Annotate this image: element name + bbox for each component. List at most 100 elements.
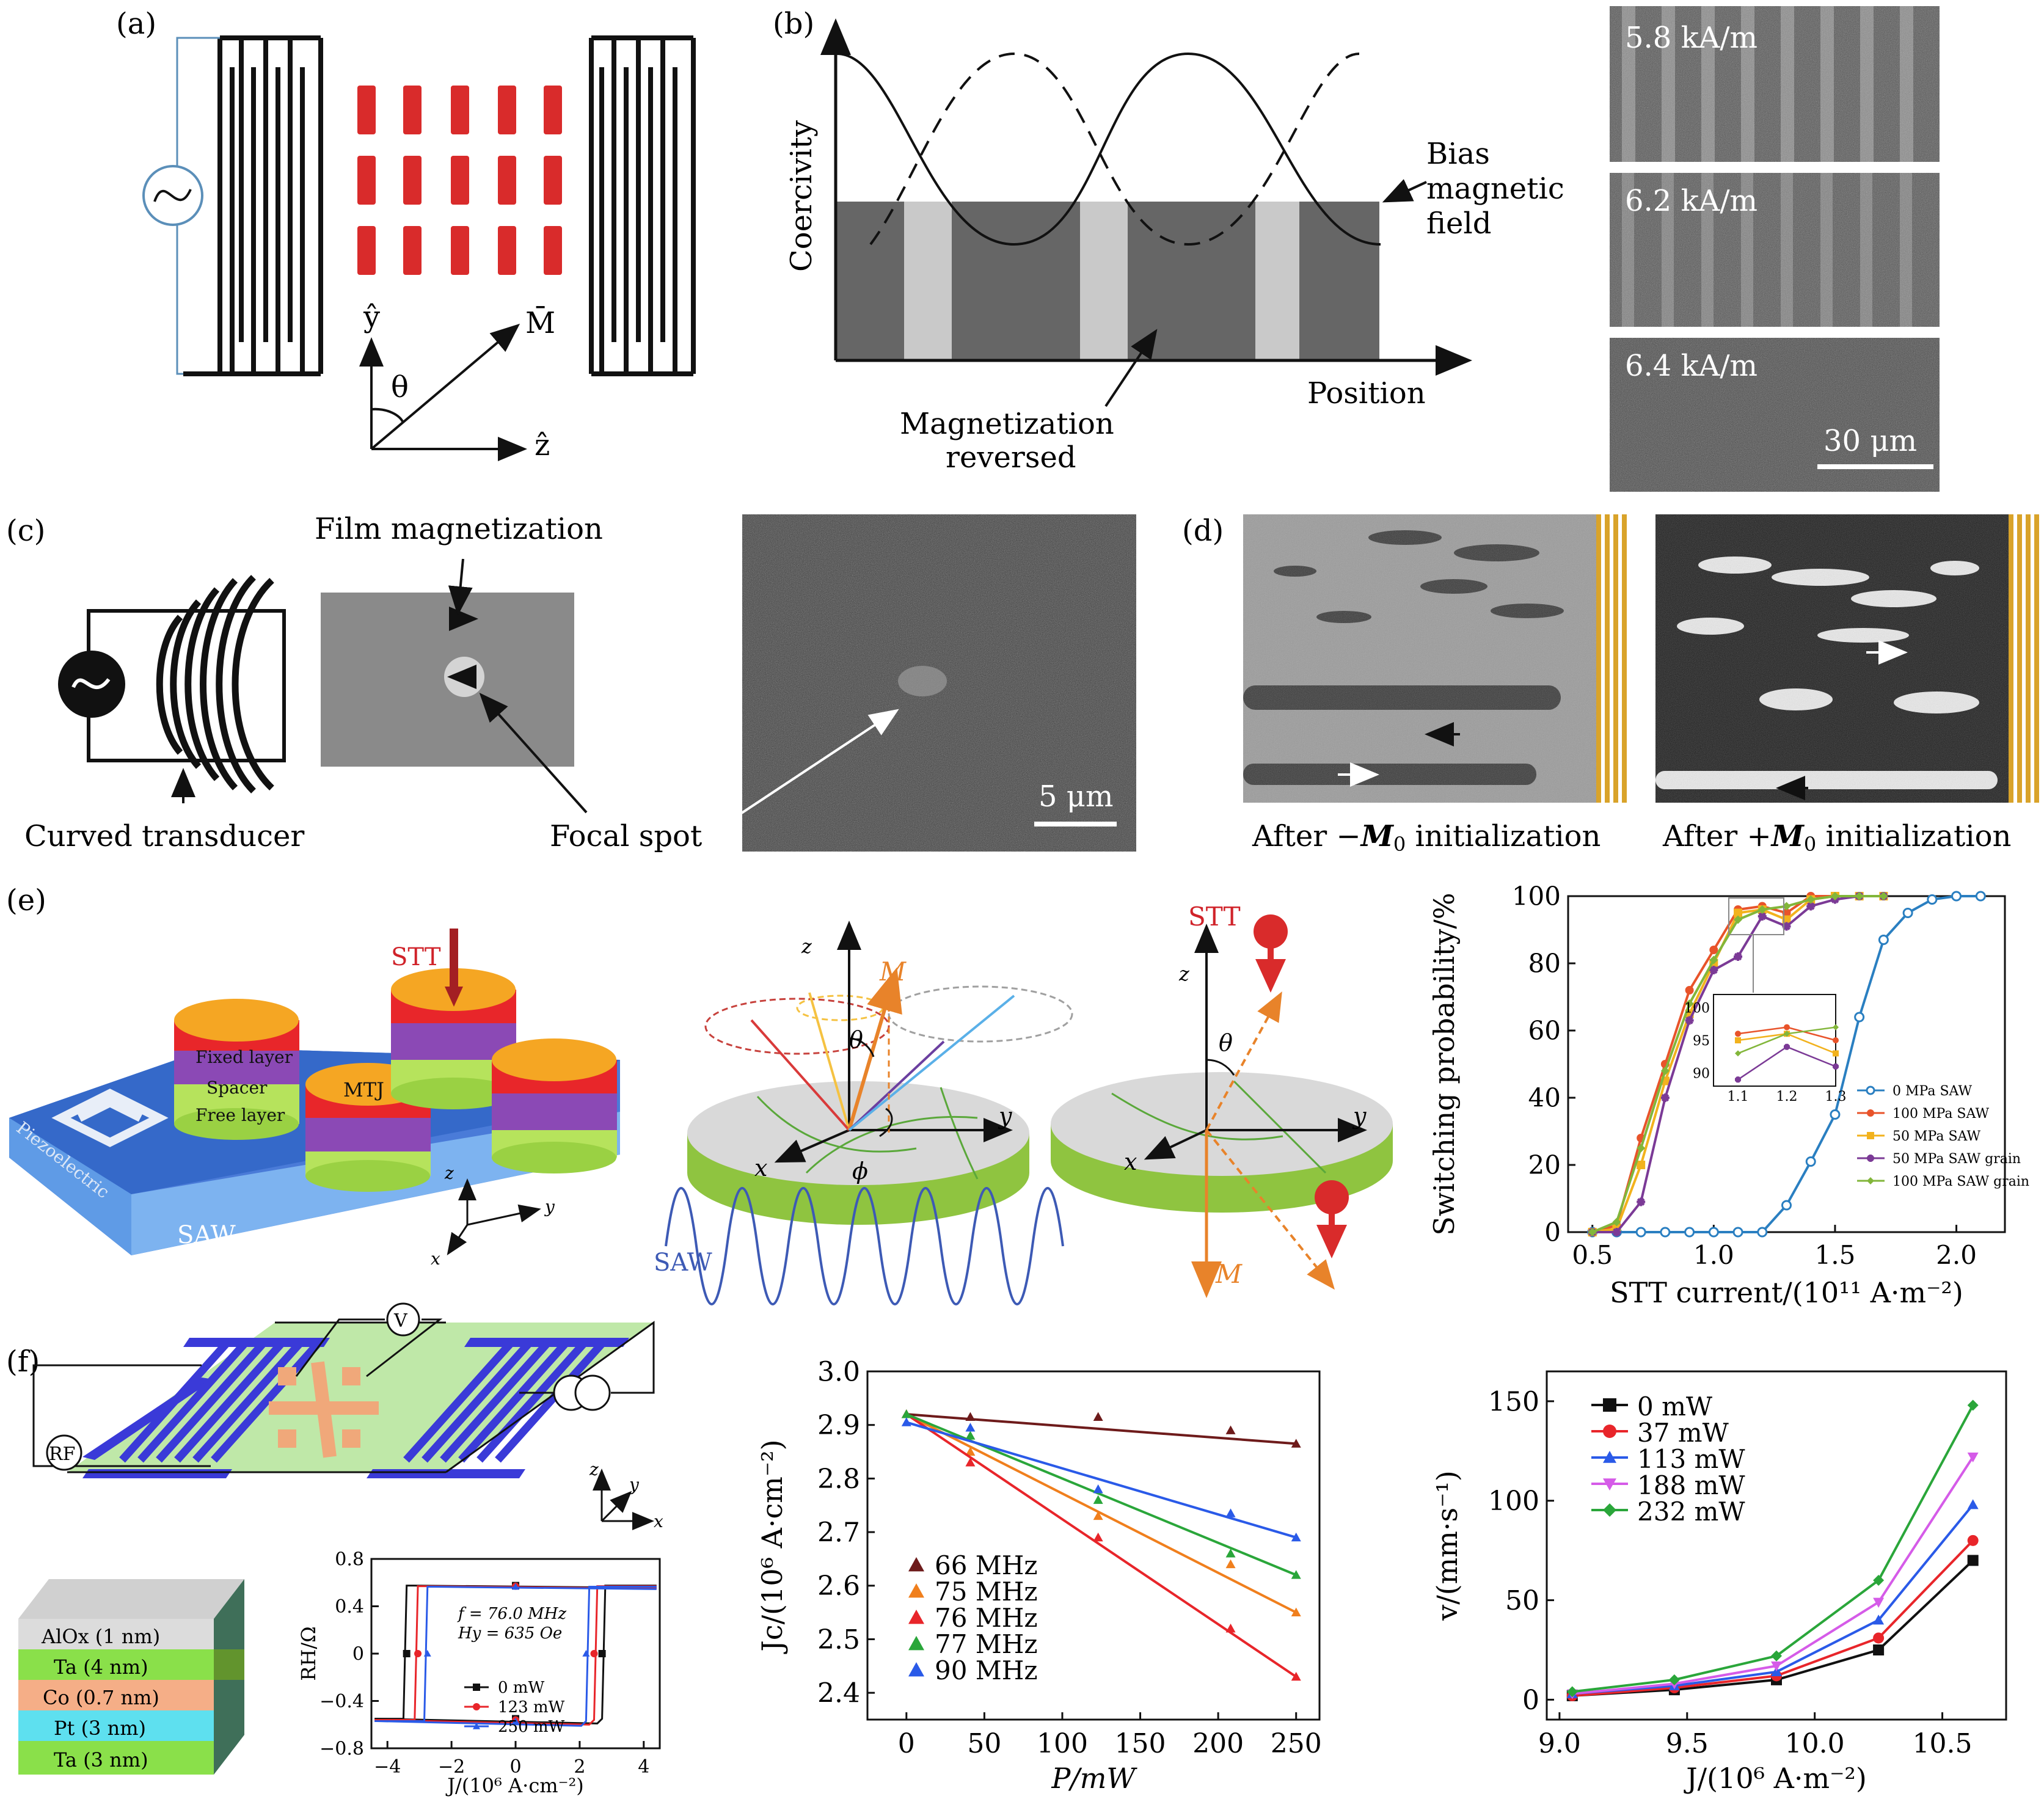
jc-point xyxy=(1093,1532,1103,1542)
inset-series-point xyxy=(1833,1037,1839,1043)
panel-f-label: (f) xyxy=(6,1345,40,1379)
jc-xtick-label: 200 xyxy=(1192,1728,1244,1759)
switch-series-point xyxy=(1732,1227,1743,1238)
axis-y-e1: y xyxy=(544,1197,555,1217)
m-label-e2: M xyxy=(879,957,907,987)
hyst-legend-marker xyxy=(473,1684,480,1691)
switch-series-point xyxy=(1685,1016,1694,1025)
jc-ytick-label: 2.5 xyxy=(817,1624,860,1655)
inset-series-point xyxy=(1833,1050,1839,1057)
vel-point xyxy=(1967,1399,1979,1411)
panel-c: (c) Curved transducer Film magnetization… xyxy=(6,512,1136,853)
switch-inset xyxy=(1713,994,1836,1087)
vel-legend-marker xyxy=(1603,1398,1616,1412)
switch-xtick-label: 1.5 xyxy=(1815,1240,1856,1270)
bias-label-2: magnetic xyxy=(1426,172,1564,206)
mtj-label: MTJ xyxy=(343,1078,384,1101)
switch-frame xyxy=(1567,895,2006,1233)
switch-series-point xyxy=(1805,1156,1816,1167)
bias-label-3: field xyxy=(1426,206,1492,241)
jc-ytick-label: 2.8 xyxy=(817,1464,860,1495)
inset-xtick-label: 1.1 xyxy=(1728,1089,1749,1104)
switch-series-point xyxy=(1684,1227,1695,1238)
position-axis-label: Position xyxy=(1307,376,1426,411)
jc-xtick-label: 150 xyxy=(1115,1728,1166,1759)
switch-series-point xyxy=(1878,935,1889,945)
switch-ylabel: Switching probability/% xyxy=(1428,892,1461,1235)
panel-b-label: (b) xyxy=(773,7,814,41)
switch-ytick-label: 20 xyxy=(1528,1150,1561,1180)
inset-series-point xyxy=(1735,1050,1741,1057)
mtj-pillar-4 xyxy=(492,1038,617,1173)
switch-series-point xyxy=(1660,1227,1671,1238)
jc-legend-label: 66 MHz xyxy=(935,1550,1038,1580)
switch-series-point xyxy=(1757,905,1767,914)
jc-xtick-label: 250 xyxy=(1271,1728,1322,1759)
jc-frame xyxy=(866,1370,1321,1721)
switch-legend-label: 100 MPa SAW xyxy=(1893,1106,1990,1122)
switch-series-point xyxy=(1902,908,1913,918)
switch-xtick-label: 1.0 xyxy=(1693,1240,1734,1270)
jc-point xyxy=(965,1458,976,1467)
nanomagnet-array xyxy=(357,86,562,275)
jc-point xyxy=(965,1423,976,1432)
switch-series-point xyxy=(1757,1227,1768,1238)
stack-layer-1: AlOx (1 nm) xyxy=(41,1625,160,1648)
vel-xlabel: J/(10⁶ A·m⁻²) xyxy=(1684,1762,1867,1795)
axis-z-e1: z xyxy=(444,1163,454,1183)
jc-xtick-label: 0 xyxy=(898,1728,915,1759)
hyst-xlabel: J/(10⁶ A·cm⁻²) xyxy=(445,1774,584,1797)
switch-ytick-label: 40 xyxy=(1528,1083,1561,1113)
switch-series-point xyxy=(1806,902,1816,911)
jc-point xyxy=(901,1409,911,1418)
jc-fit-line xyxy=(906,1421,1297,1539)
inset-zoom-box xyxy=(1728,897,1784,935)
jc-xlabel: P/mW xyxy=(1051,1762,1137,1795)
inset-series-point xyxy=(1784,1031,1790,1037)
idt-right xyxy=(589,35,696,376)
inset-series-point xyxy=(1735,1037,1741,1043)
switch-series-point xyxy=(1709,966,1718,974)
switch-series-point xyxy=(1734,952,1743,961)
switch-series-point xyxy=(1708,1227,1719,1238)
axis-z-label: ẑ xyxy=(535,428,550,462)
hyst-point xyxy=(512,1583,519,1590)
switch-series-point xyxy=(1854,1012,1865,1023)
jc-point xyxy=(1225,1559,1236,1569)
moke-label-2: 6.2 kA/m xyxy=(1625,184,1757,218)
inset-series-point xyxy=(1784,1024,1790,1031)
inset-series-point xyxy=(1735,1031,1741,1037)
layer-stack xyxy=(18,1579,244,1775)
scale-bar xyxy=(1817,464,1933,469)
switch-legend-marker xyxy=(1867,1109,1874,1117)
jc-legend-marker xyxy=(908,1610,924,1624)
switch-series-point xyxy=(1855,892,1864,900)
switch-series-point xyxy=(1685,999,1694,1008)
switch-ytick-label: 60 xyxy=(1528,1016,1561,1046)
panel-e-label: (e) xyxy=(6,883,46,918)
switch-ytick-label: 100 xyxy=(1512,881,1561,911)
kerr-image-right xyxy=(1655,514,2039,803)
switch-legend-marker xyxy=(1866,1086,1875,1095)
vel-point xyxy=(1873,1632,1885,1644)
idt-left xyxy=(183,35,323,376)
vel-ytick-label: 100 xyxy=(1488,1486,1539,1517)
stack-layer-5: Ta (3 nm) xyxy=(54,1748,148,1772)
jc-point xyxy=(965,1447,976,1456)
mtj-pillar-2 xyxy=(305,1063,431,1192)
hyst-legend-marker xyxy=(473,1703,480,1710)
switch-xtick-label: 0.5 xyxy=(1572,1240,1613,1270)
panel-a: (a) ŷ ẑ xyxy=(116,7,696,462)
vel-point xyxy=(1873,1575,1885,1586)
hyst-point xyxy=(598,1650,606,1657)
inset-series-point xyxy=(1833,1024,1839,1031)
jc-point xyxy=(1093,1484,1103,1494)
caption-right: After +M0 initialization xyxy=(1662,819,2011,856)
jc-legend-marker xyxy=(908,1636,924,1651)
axis-x-e1: x xyxy=(431,1249,440,1269)
hyst-point xyxy=(403,1650,411,1657)
inset-series-point xyxy=(1833,1063,1839,1070)
axis-m-label: M̄ xyxy=(525,305,555,340)
switch-series-point xyxy=(1660,1067,1670,1075)
